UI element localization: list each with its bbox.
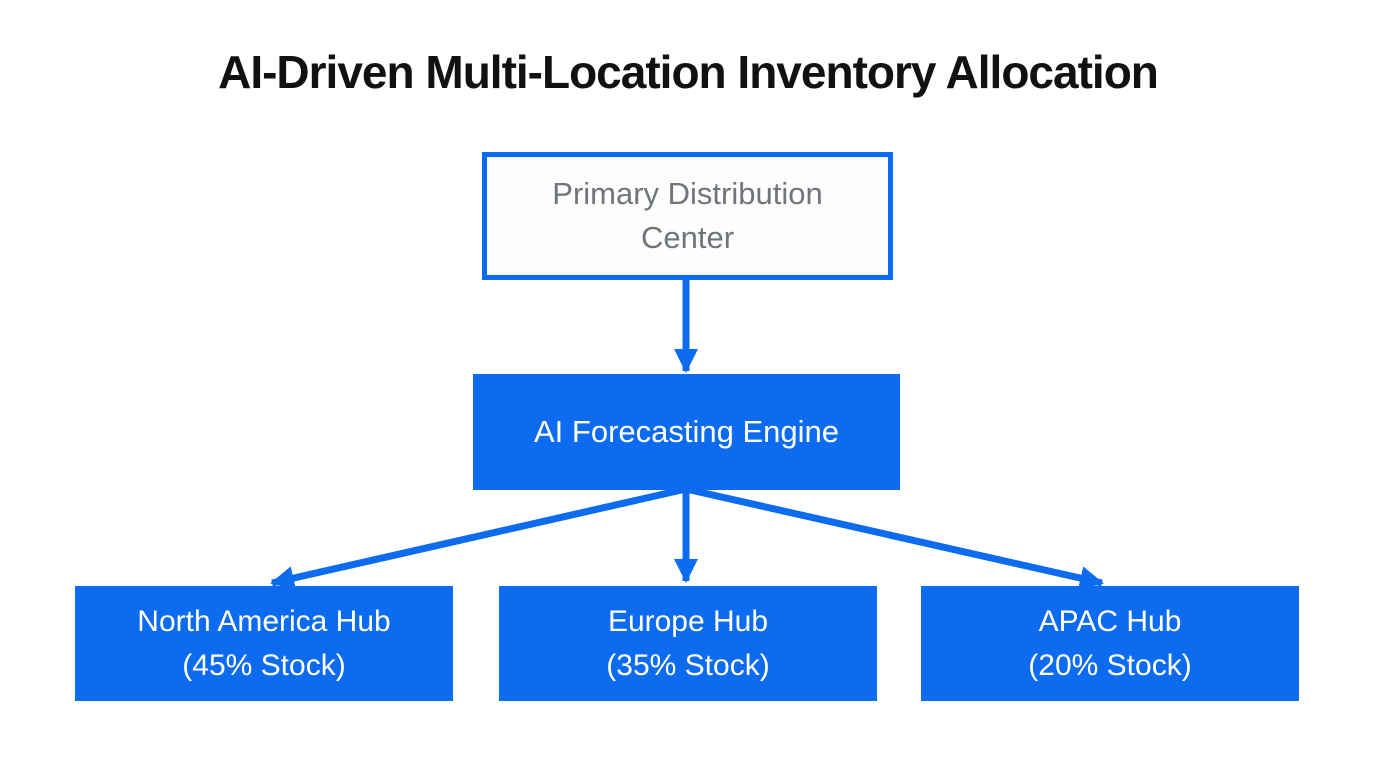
node-label-line: (45% Stock) [182,648,346,682]
node-label-line: Europe Hub [607,604,769,638]
node-label-line: North America Hub [137,604,391,638]
node-label-line: AI Forecasting Engine [533,414,839,449]
node-apac-hub: APAC Hub (20% Stock) [921,586,1299,701]
node-label-line: APAC Hub [1038,604,1182,638]
node-label-line: (35% Stock) [606,648,770,682]
node-europe-hub: Europe Hub (35% Stock) [499,586,877,701]
node-label-line: Primary Distribution [552,176,823,211]
node-label-line: (20% Stock) [1028,648,1192,682]
arrow-engine-to-apac [685,485,1104,590]
node-ai-forecasting-engine: AI Forecasting Engine [473,374,900,490]
arrow-engine-to-na [270,485,687,590]
page-title: AI-Driven Multi-Location Inventory Alloc… [218,46,1159,98]
node-primary-distribution-center: Primary Distribution Center [482,152,893,280]
node-label-line: Center [640,220,735,255]
node-north-america-hub: North America Hub (45% Stock) [75,586,453,701]
